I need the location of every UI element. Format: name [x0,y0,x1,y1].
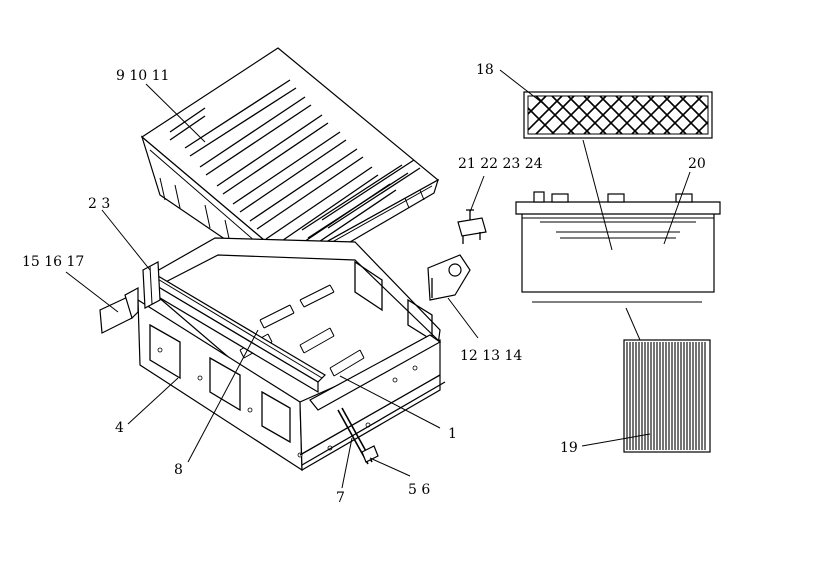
callout-21-22-23-24: 21 22 23 24 [458,156,543,172]
axis-line-lower [625,307,641,341]
callout-4: 4 [115,420,124,436]
hinge-bracket-right [427,254,471,301]
callout-20: 20 [688,156,706,172]
callout-18: 18 [476,62,494,78]
battery-mat-cross-hatched [523,91,713,139]
callout-5-6: 5 6 [408,482,430,498]
callout-15-16-17: 15 16 17 [22,254,84,270]
front-cross-beam [309,334,442,411]
battery-box-lid [140,47,440,282]
clamp-bracket-left [142,261,161,309]
callout-12-13-14: 12 13 14 [460,348,522,364]
leader-lines [65,69,691,489]
terminal-connector [457,209,487,244]
callout-7: 7 [336,490,345,506]
lid-ribs [169,79,421,263]
battery [515,191,721,303]
callout-8: 8 [174,462,183,478]
callout-2-3: 2 3 [88,196,110,212]
callout-labels: 9 10 11 2 3 15 16 17 4 8 7 5 6 1 12 13 1… [22,62,706,506]
callout-9-10-11: 9 10 11 [116,68,169,84]
callout-19: 19 [560,440,578,456]
mounting-plate-left [99,286,139,334]
battery-pad-ribbed [623,339,711,453]
hold-down-rod [337,407,379,465]
callout-1: 1 [448,426,457,442]
hold-down-bar [148,275,326,394]
axis-line-upper [582,139,613,251]
